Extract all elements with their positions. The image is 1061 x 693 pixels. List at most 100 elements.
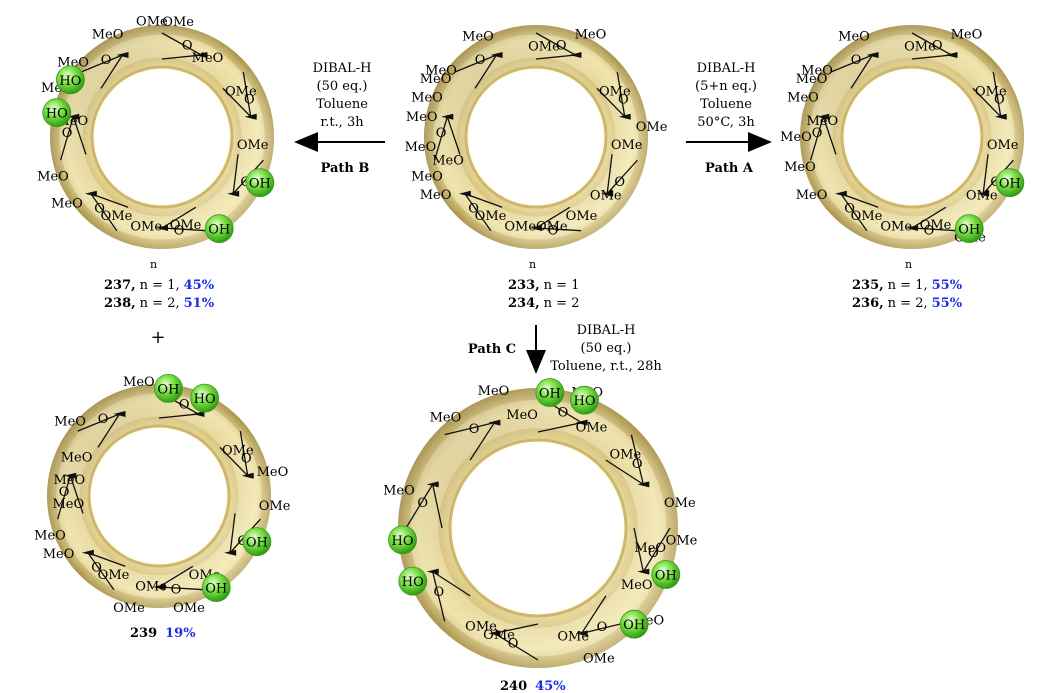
- ring-oxygen: O: [91, 561, 102, 576]
- methoxy-label: MeO: [383, 484, 415, 499]
- methoxy-label: OMe: [636, 120, 668, 135]
- hydroxyl-group: OH: [995, 168, 1025, 198]
- methoxy-label: MeO: [54, 473, 86, 488]
- compound-234: 234,n = 2: [508, 296, 579, 311]
- hydroxyl-label: HO: [392, 534, 414, 549]
- ring-oxygen: O: [468, 202, 479, 217]
- wedge-bond: [244, 113, 257, 120]
- wedge-bond: [637, 568, 650, 575]
- path-b-conditions: DIBAL-H (50 eq.) Toluene r.t., 3h Path B: [294, 61, 385, 176]
- methoxy-label: MeO: [801, 63, 833, 78]
- path-b-conditions-text: r.t., 3h: [320, 115, 364, 130]
- methoxy-label: MeO: [92, 28, 124, 43]
- hydroxyl-ball: [201, 573, 231, 602]
- cyclodextrin-ring-237: OOOOOOOOMeMeOMeOOMeMeOOMeOMeMeOMeOOMeMeO…: [37, 14, 275, 249]
- methoxy-label: MeO: [425, 63, 457, 78]
- methoxy-label: MeO: [621, 578, 653, 593]
- methoxy-label: MeO: [478, 384, 510, 399]
- methoxy-label: OMe: [851, 209, 883, 224]
- hydroxyl-label: OH: [157, 382, 179, 397]
- ring-oxygen: O: [548, 223, 559, 238]
- ring-oxygen: O: [94, 202, 105, 217]
- path-b-solvent: Toluene: [316, 97, 368, 112]
- plus-sign: +: [150, 327, 165, 348]
- methoxy-label: MeO: [506, 408, 538, 423]
- methoxy-label: OMe: [609, 448, 641, 463]
- methoxy-label: MeO: [432, 154, 464, 169]
- wedge-bond: [116, 52, 129, 59]
- hydroxyl-group: OH: [201, 573, 231, 602]
- methoxy-label: MeO: [807, 114, 839, 129]
- methoxy-label: MeO: [123, 375, 155, 390]
- hydroxyl-ball: [535, 378, 565, 407]
- wedge-bond: [426, 481, 439, 488]
- wedge-bond: [569, 52, 582, 59]
- compound-235: 235,n = 1,55%: [852, 278, 963, 293]
- hydroxyl-group: OH: [651, 560, 681, 589]
- methoxy-label: MeO: [462, 30, 494, 45]
- label-237-238: 237,n = 1,45% 238,n = 2,51%: [104, 278, 215, 311]
- path-b-eq: (50 eq.): [317, 79, 368, 94]
- wedge-bond: [84, 190, 97, 197]
- ring-oxygen: O: [475, 53, 486, 68]
- methoxy-label: OMe: [225, 85, 257, 100]
- methoxy-label: OMe: [528, 39, 560, 54]
- methoxy-label: MeO: [405, 140, 437, 155]
- ring-oxygen: O: [614, 175, 625, 190]
- methoxy-label: OMe: [173, 601, 205, 616]
- torus-hole-inner: [470, 71, 602, 203]
- hydroxyl-ball: [190, 383, 220, 413]
- methoxy-label: OMe: [162, 15, 194, 30]
- ring-oxygen: O: [59, 485, 70, 500]
- methoxy-label: OMe: [599, 85, 631, 100]
- methoxy-label: MeO: [420, 72, 452, 87]
- path-c-label: Path C: [468, 342, 516, 357]
- torus-hole-inner: [846, 71, 978, 203]
- methoxy-label: MeO: [575, 28, 607, 43]
- hydroxyl-label: OH: [249, 177, 271, 192]
- hydroxyl-label: OH: [999, 177, 1021, 192]
- methoxy-label: OMe: [880, 220, 912, 235]
- methoxy-label: MeO: [406, 110, 438, 125]
- methoxy-label: OMe: [904, 39, 936, 54]
- methoxy-label: MeO: [43, 547, 75, 562]
- ring-oxygen: O: [597, 620, 608, 635]
- path-a-conditions: DIBAL-H (5+n eq.) Toluene 50°C, 3h Path …: [686, 61, 772, 176]
- wedge-bond: [153, 584, 165, 590]
- hydroxyl-group: OH: [154, 374, 183, 403]
- methoxy-label: MeO: [54, 414, 86, 429]
- methoxy-label: MeO: [780, 130, 812, 145]
- methoxy-label: OMe: [483, 628, 515, 643]
- hydroxyl-group: OH: [245, 168, 275, 198]
- wedge-bond: [426, 568, 439, 575]
- methoxy-label: OMe: [130, 220, 162, 235]
- ring-oxygen: O: [556, 38, 567, 53]
- methoxy-label: OMe: [666, 534, 698, 549]
- ring-oxygen: O: [98, 412, 109, 427]
- ring-oxygen: O: [558, 406, 569, 421]
- ring-oxygen: O: [924, 223, 935, 238]
- methoxy-label: OMe: [170, 218, 202, 233]
- hydroxyl-ball: [651, 560, 681, 589]
- hydroxyl-group: HO: [42, 98, 72, 128]
- hydroxyl-group: OH: [954, 214, 984, 243]
- methoxy-label: MeO: [420, 188, 452, 203]
- path-b-reagent: DIBAL-H: [313, 61, 372, 76]
- methoxy-label: OMe: [975, 85, 1007, 100]
- methoxy-label: MeO: [34, 529, 66, 544]
- subscript-n-237: n: [150, 258, 157, 271]
- ring-oxygen: O: [101, 53, 112, 68]
- cyclodextrin-ring-233: OOOOOOOMeOOMeMeOOMeMeOOMeMeOOMeMeOOMeMeO…: [405, 25, 668, 249]
- hydroxyl-label: HO: [46, 107, 68, 122]
- ring-oxygen: O: [171, 582, 182, 597]
- wedge-bond: [67, 113, 80, 120]
- ring-oxygen: O: [179, 397, 190, 412]
- hydroxyl-label: HO: [59, 74, 81, 89]
- wedge-bond: [906, 225, 918, 231]
- hydroxyl-label: HO: [402, 575, 424, 590]
- wedge-bond: [195, 52, 208, 59]
- methoxy-label: OMe: [664, 496, 696, 511]
